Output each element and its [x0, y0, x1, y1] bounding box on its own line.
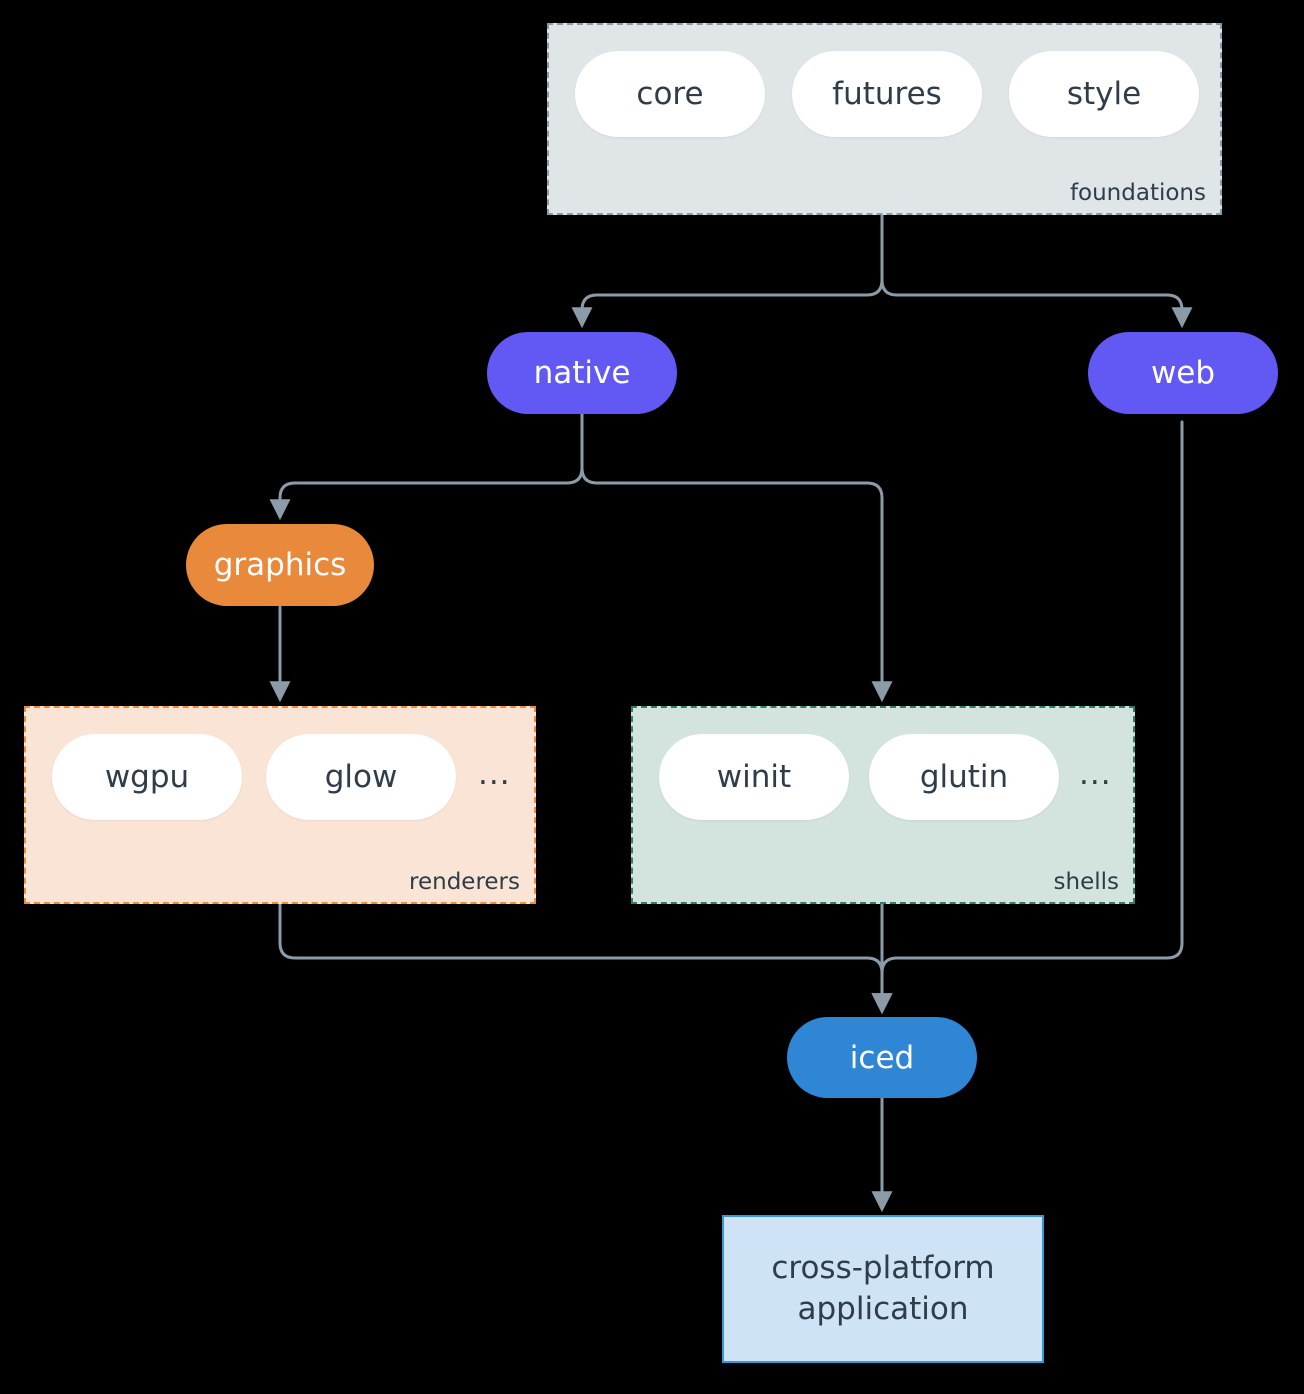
pill-glutin[interactable]: glutin: [869, 734, 1059, 820]
node-graphics-label: graphics: [213, 547, 347, 583]
node-graphics[interactable]: graphics: [186, 524, 374, 606]
pill-wgpu-label: wgpu: [104, 759, 190, 795]
pill-glutin-label: glutin: [919, 759, 1009, 795]
cluster-shells-label: shells: [1053, 869, 1119, 895]
pill-wgpu[interactable]: wgpu: [52, 734, 242, 820]
cluster-foundations: core futures style foundations: [547, 23, 1222, 215]
cluster-foundations-label: foundations: [1069, 180, 1206, 206]
renderers-pill-row: wgpu glow ...: [52, 734, 511, 820]
application-label-line1: cross-platform: [771, 1250, 995, 1287]
pill-glow-label: glow: [324, 759, 398, 795]
pill-futures-label: futures: [832, 76, 942, 112]
pill-core[interactable]: core: [575, 51, 765, 137]
pill-winit[interactable]: winit: [659, 734, 849, 820]
node-native[interactable]: native: [487, 332, 677, 414]
renderers-ellipsis: ...: [478, 755, 511, 792]
shells-ellipsis: ...: [1079, 755, 1112, 792]
application-label-line2: application: [797, 1291, 969, 1327]
node-native-label: native: [533, 355, 631, 391]
edge-native-shells: [580, 412, 893, 703]
node-iced[interactable]: iced: [787, 1017, 977, 1098]
node-cross-platform-application[interactable]: cross-platform application: [722, 1215, 1044, 1363]
foundations-pill-row: core futures style: [575, 51, 1199, 137]
cluster-shells: winit glutin ... shells: [631, 706, 1135, 904]
pill-style[interactable]: style: [1009, 51, 1199, 137]
pill-glow[interactable]: glow: [266, 734, 456, 820]
node-web-label: web: [1150, 355, 1216, 391]
cluster-renderers-label: renderers: [409, 869, 520, 895]
pill-core-label: core: [636, 76, 704, 112]
shells-pill-row: winit glutin ...: [659, 734, 1112, 820]
edge-foundations-native: [571, 213, 884, 329]
node-web[interactable]: web: [1088, 332, 1278, 414]
edge-foundations-web: [880, 213, 1193, 329]
pill-style-label: style: [1066, 76, 1142, 112]
edge-native-graphics: [269, 412, 584, 521]
edge-renderers-iced: [278, 901, 893, 1015]
node-iced-label: iced: [849, 1039, 915, 1076]
pill-futures[interactable]: futures: [792, 51, 982, 137]
cluster-renderers: wgpu glow ... renderers: [24, 706, 536, 904]
pill-winit-label: winit: [716, 759, 792, 795]
